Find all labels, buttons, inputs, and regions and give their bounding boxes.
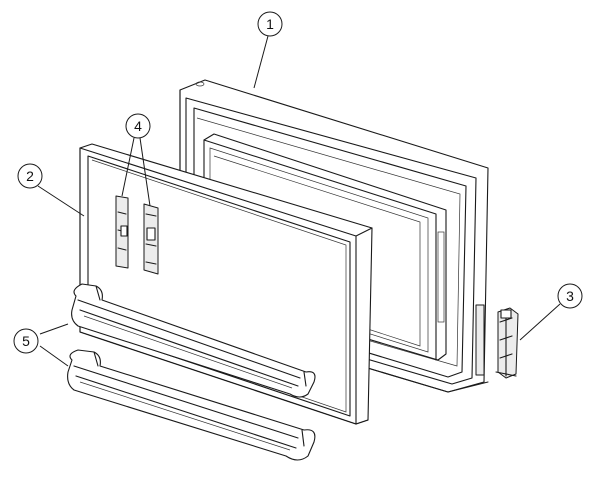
upper-shelf [71, 283, 316, 398]
callout-5-circle [13, 328, 39, 354]
callout-3: 3 [519, 283, 583, 341]
callout-2-circle [17, 163, 43, 189]
callout-4: 4 [121, 113, 151, 207]
callout-1-label: 1 [266, 16, 274, 32]
callout-2: 2 [17, 163, 85, 217]
latch-clips [115, 195, 159, 275]
lower-shelf [67, 349, 316, 461]
callout-4-circle [125, 113, 151, 139]
callout-5: 5 [13, 323, 69, 367]
callout-5-label: 5 [22, 333, 30, 349]
door-liner [79, 143, 373, 425]
door-shelves [67, 283, 316, 461]
callout-3-label: 3 [566, 288, 574, 304]
hinge-bracket [495, 307, 519, 379]
callout-3-circle [557, 283, 583, 309]
callout-2-label: 2 [26, 168, 34, 184]
callout-4-label: 4 [134, 118, 142, 134]
callout-1-circle [257, 11, 283, 37]
callout-1: 1 [253, 11, 283, 89]
